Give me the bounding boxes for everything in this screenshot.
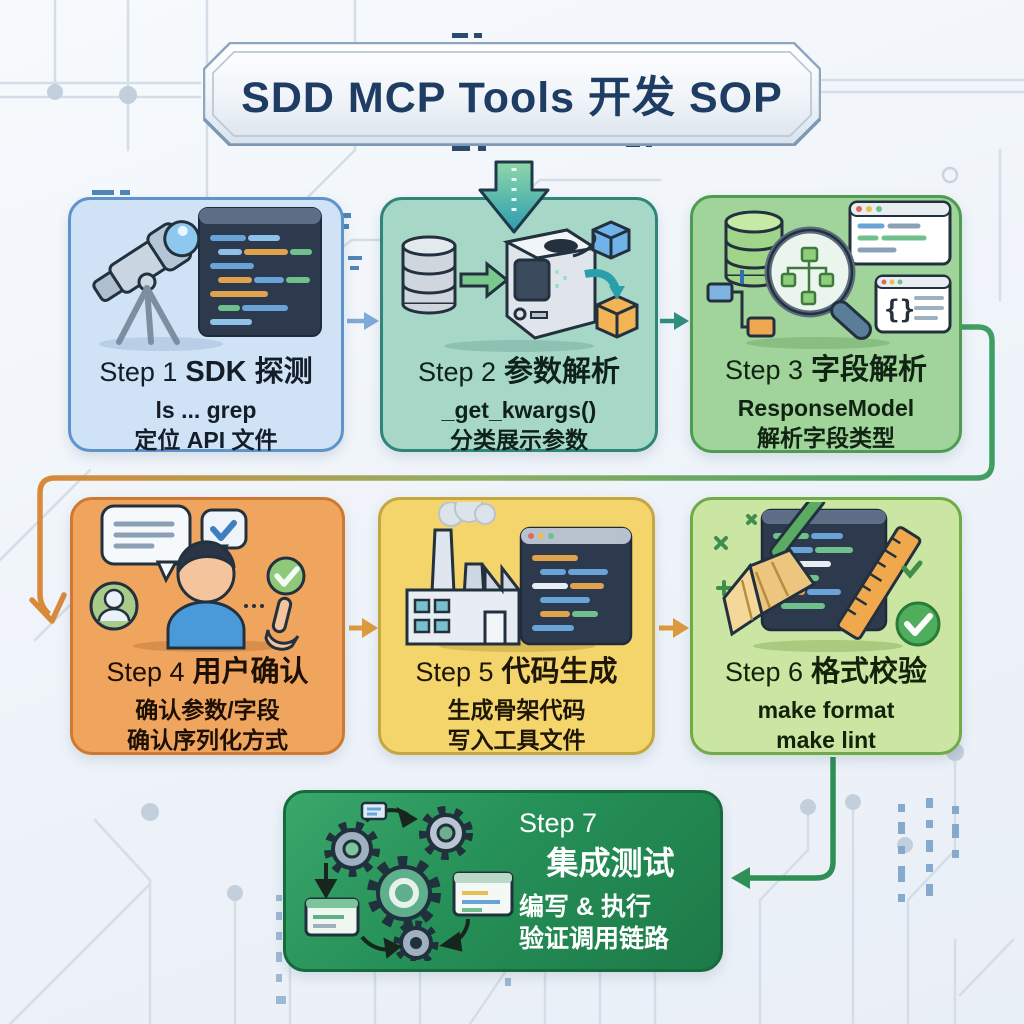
chat-chip-icon <box>360 801 388 821</box>
step-heading: 代码生成 <box>501 656 618 688</box>
speech-bubble-icon <box>100 504 191 584</box>
title-banner <box>203 42 821 146</box>
step-7-card: Step 7 集成测试 编写 & 执行 验证调用链路 <box>283 790 723 972</box>
parser-machine-icon <box>383 200 655 352</box>
factory-icon <box>405 528 522 646</box>
machine-icon <box>502 228 600 340</box>
step-line: 验证调用链路 <box>519 925 670 954</box>
arrow-step1-to-step2 <box>347 312 379 330</box>
ruler-icon <box>836 526 922 640</box>
blue-cube-icon <box>591 220 631 260</box>
field-magnifier-icon: {} <box>693 198 959 350</box>
database-icon <box>401 235 457 315</box>
step-label: Step 4 <box>106 657 185 687</box>
step-line: ls ... grep <box>155 397 257 424</box>
arrow-step5-to-step6 <box>659 618 689 638</box>
browser-window-icon <box>848 200 952 266</box>
step-heading: SDK 探测 <box>185 356 313 388</box>
step-3-card: {} <box>690 195 962 453</box>
small-check-icon <box>901 560 923 579</box>
step-label: Step 5 <box>415 657 494 687</box>
step-heading: 格式校验 <box>811 656 928 688</box>
step-label: Step 7 <box>519 808 598 839</box>
pointing-hand-icon <box>263 596 299 651</box>
mini-window-icon <box>452 871 514 917</box>
step-line: 生成骨架代码 <box>447 697 586 724</box>
mini-flowchart-icon <box>706 270 776 338</box>
orange-cube-icon <box>595 294 639 339</box>
gear-icon <box>419 806 473 860</box>
integration-gears-icon <box>304 801 519 961</box>
step-line: ResponseModel <box>737 395 915 422</box>
step-line: 分类展示参数 <box>449 426 588 453</box>
code-window-icon <box>198 207 322 337</box>
step-line: 解析字段类型 <box>756 424 895 451</box>
json-window-icon: {} <box>874 274 952 334</box>
sparkle-icon <box>714 514 757 596</box>
connector-step6-to-step7 <box>731 757 836 889</box>
tree-diagram-icon <box>780 246 835 306</box>
lint-broom-ruler-icon <box>693 500 959 652</box>
step-line: 编写 & 执行 <box>519 892 651 921</box>
step-line: make lint <box>776 726 876 753</box>
smoke-icon <box>437 502 496 527</box>
page-title: SDD MCP Tools 开发 SOP <box>241 74 783 122</box>
step-label: Step 1 <box>99 357 178 387</box>
step-label: Step 6 <box>724 657 804 687</box>
broom-icon <box>722 502 826 637</box>
step-line: make format <box>757 697 895 724</box>
input-flow-arrow-icon <box>478 160 550 234</box>
step-line: _get_kwargs() <box>441 397 597 424</box>
person-icon <box>166 540 245 650</box>
factory-codegen-icon <box>381 500 652 652</box>
step-label: Step 3 <box>724 355 804 385</box>
arrow-step4-to-step5 <box>349 618 378 638</box>
user-confirm-icon <box>73 500 342 652</box>
step-heading: 字段解析 <box>811 354 928 386</box>
step-line: 确认序列化方式 <box>126 726 288 753</box>
code-window-icon <box>519 526 632 646</box>
gear-icon <box>324 821 380 877</box>
svg-text:{}: {} <box>884 295 915 325</box>
step-line: 写入工具文件 <box>447 726 586 753</box>
step-heading: 集成测试 <box>546 845 675 882</box>
step-heading: 用户确认 <box>192 656 309 688</box>
telescope-code-icon <box>71 200 341 352</box>
arrow-step2-to-step3 <box>660 312 689 330</box>
step-label: Step 2 <box>417 357 497 387</box>
mini-window-icon <box>304 897 360 937</box>
confirm-check-icon <box>266 556 305 596</box>
avatar-icon <box>89 581 138 631</box>
step-line: 定位 API 文件 <box>134 426 278 453</box>
gear-icon <box>393 920 439 961</box>
telescope-icon <box>92 220 201 345</box>
gear-icon <box>367 856 441 930</box>
input-arrow-icon <box>459 260 510 300</box>
pass-check-icon <box>895 601 941 647</box>
step-heading: 参数解析 <box>504 356 621 388</box>
step-7-text: Step 7 集成测试 编写 & 执行 验证调用链路 <box>519 806 702 956</box>
step-line: 确认参数/字段 <box>135 697 280 724</box>
magnifier-icon <box>764 226 872 340</box>
